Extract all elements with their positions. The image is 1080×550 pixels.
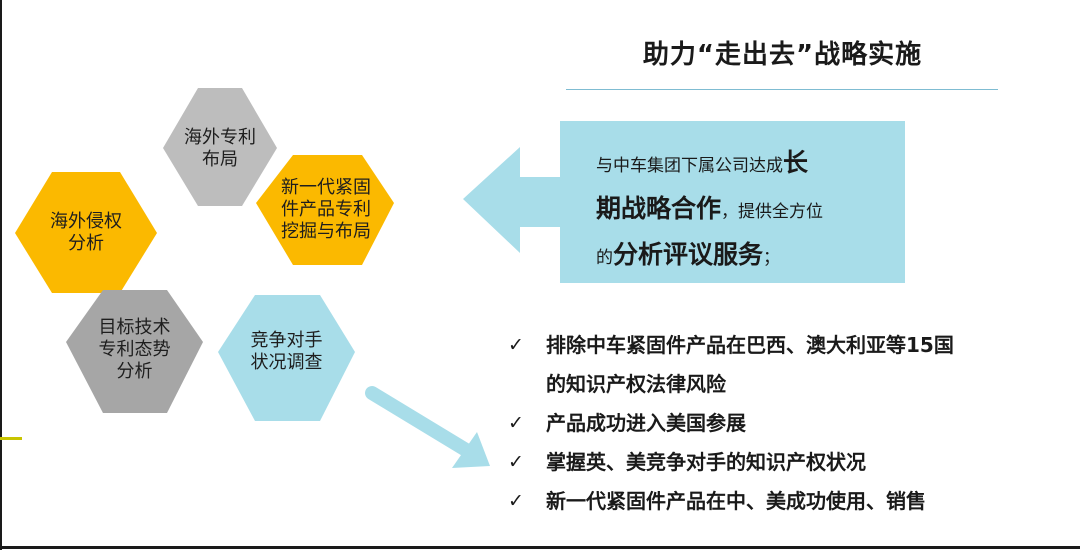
hex-label-overseas-patent-layout: 海外专利 布局 — [184, 127, 256, 170]
diagonal-arrow-shaft — [365, 386, 478, 460]
list-item: ✓ 产品成功进入美国参展 — [508, 404, 1068, 443]
hex-label-overseas-infringement: 海外侵权 分析 — [50, 211, 122, 254]
hex-label-target-tech-patent: 目标技术 专利态势 分析 — [98, 317, 171, 382]
hex-new-fastener-patent — [256, 155, 394, 265]
check-icon: ✓ — [508, 412, 524, 434]
check-icon: ✓ — [508, 334, 524, 356]
check-icon: ✓ — [508, 451, 524, 473]
list-item: ✓ 掌握英、美竞争对手的知识产权状况 — [508, 443, 1068, 482]
list-item: ✓ 新一代紧固件产品在中、美成功使用、销售 — [508, 482, 1068, 521]
callout-line-1: 与中车集团下属公司达成长 — [596, 148, 809, 177]
callout-line-3: 的分析评议服务； — [596, 240, 781, 269]
title-underline — [566, 89, 998, 90]
check-icon: ✓ — [508, 490, 524, 512]
hex-competitor-survey — [218, 295, 355, 421]
left-accent-mark — [0, 437, 22, 440]
left-border-line — [0, 0, 2, 550]
hex-overseas-infringement — [15, 172, 157, 293]
page-title: 助力“走出去”战略实施 — [642, 40, 923, 70]
hex-overseas-patent-layout — [163, 88, 277, 206]
hex-label-new-fastener-patent: 新一代紧固 件产品专利 挖掘与布局 — [281, 177, 371, 242]
list-item: ✓ 排除中车紧固件产品在巴西、澳大利亚等15国 的知识产权法律风险 — [508, 326, 1068, 404]
callout-arrow-shape — [463, 121, 905, 283]
hex-target-tech-patent — [66, 290, 203, 413]
diagonal-arrow-head — [452, 432, 490, 468]
bottom-border-line — [0, 546, 1080, 549]
results-list: ✓ 排除中车紧固件产品在巴西、澳大利亚等15国 的知识产权法律风险 ✓ 产品成功… — [508, 326, 1068, 521]
hex-label-competitor-survey: 竞争对手 状况调查 — [250, 330, 323, 373]
callout-line-2: 期战略合作，提供全方位 — [596, 194, 824, 223]
callout-text: 与中车集团下属公司达成长 期战略合作，提供全方位 的分析评议服务； — [596, 140, 896, 278]
